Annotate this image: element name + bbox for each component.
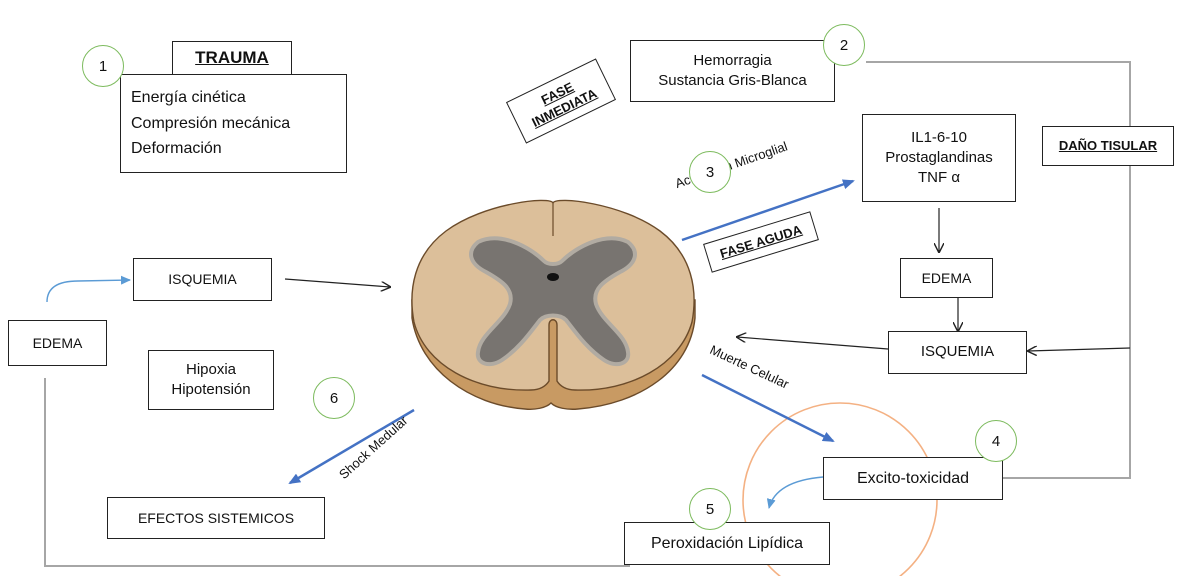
isquemia-left-label: ISQUEMIA [168,270,236,289]
edema-right-label: EDEMA [922,269,972,288]
citoquinas-line: IL1-6-10 [911,128,967,148]
step-number-circle: 2 [823,24,865,66]
hipoxia-line: Hipotensión [171,380,250,400]
spinal-cord-illustration [412,200,695,409]
trauma-line: Compresión mecánica [131,111,346,137]
hipoxia-line: Hipoxia [186,360,236,380]
hemorragia-line: Hemorragia [693,51,771,71]
hemorragia-line: Sustancia Gris-Blanca [658,71,806,91]
step-number-circle: 1 [82,45,124,87]
excitotoxicidad-box: Excito-toxicidad [823,457,1003,500]
isquemia-left-box: ISQUEMIA [133,258,272,301]
citoquinas-box: IL1-6-10 Prostaglandinas TNF α [862,114,1016,202]
trauma-title: TRAUMA [195,47,269,70]
trauma-line: Deformación [131,136,346,162]
trauma-line: Energía cinética [131,85,346,111]
step-number-circle: 5 [689,488,731,530]
peroxidacion-box: Peroxidación Lipídica [624,522,830,565]
step-number-circle: 3 [689,151,731,193]
citoquinas-line: TNF α [918,168,960,188]
citoquinas-line: Prostaglandinas [885,148,993,168]
edema-left-label: EDEMA [33,334,83,353]
arrow-muerte-celular [702,375,833,441]
isquemia-right-box: ISQUEMIA [888,331,1027,374]
arrow-isquemia-to-cord [285,279,390,287]
trauma-box: Energía cinética Compresión mecánica Def… [120,74,347,173]
hemorragia-box: Hemorragia Sustancia Gris-Blanca [630,40,835,102]
trauma-title-box: TRAUMA [172,41,292,75]
arrow-dano-to-isquemia [1028,348,1130,351]
efectos-sistemicos-label: EFECTOS SISTEMICOS [138,509,294,528]
arrow-isquemia-to-cord-right [737,337,888,349]
edema-left-box: EDEMA [8,320,107,366]
excitotoxicidad-label: Excito-toxicidad [857,468,969,490]
step-number-circle: 6 [313,377,355,419]
isquemia-right-label: ISQUEMIA [921,342,994,362]
dano-tisular-label: DAÑO TISULAR [1059,137,1157,155]
edema-right-box: EDEMA [900,258,993,298]
arrow-excito-to-peroxidacion [769,477,823,508]
dano-tisular-box: DAÑO TISULAR [1042,126,1174,166]
arrow-edema-to-isquemia-left [47,280,130,302]
step-number-circle: 4 [975,420,1017,462]
hipoxia-box: Hipoxia Hipotensión [148,350,274,410]
spinal-cord-central-canal [547,273,559,281]
efectos-sistemicos-box: EFECTOS SISTEMICOS [107,497,325,539]
peroxidacion-label: Peroxidación Lipídica [651,533,803,555]
